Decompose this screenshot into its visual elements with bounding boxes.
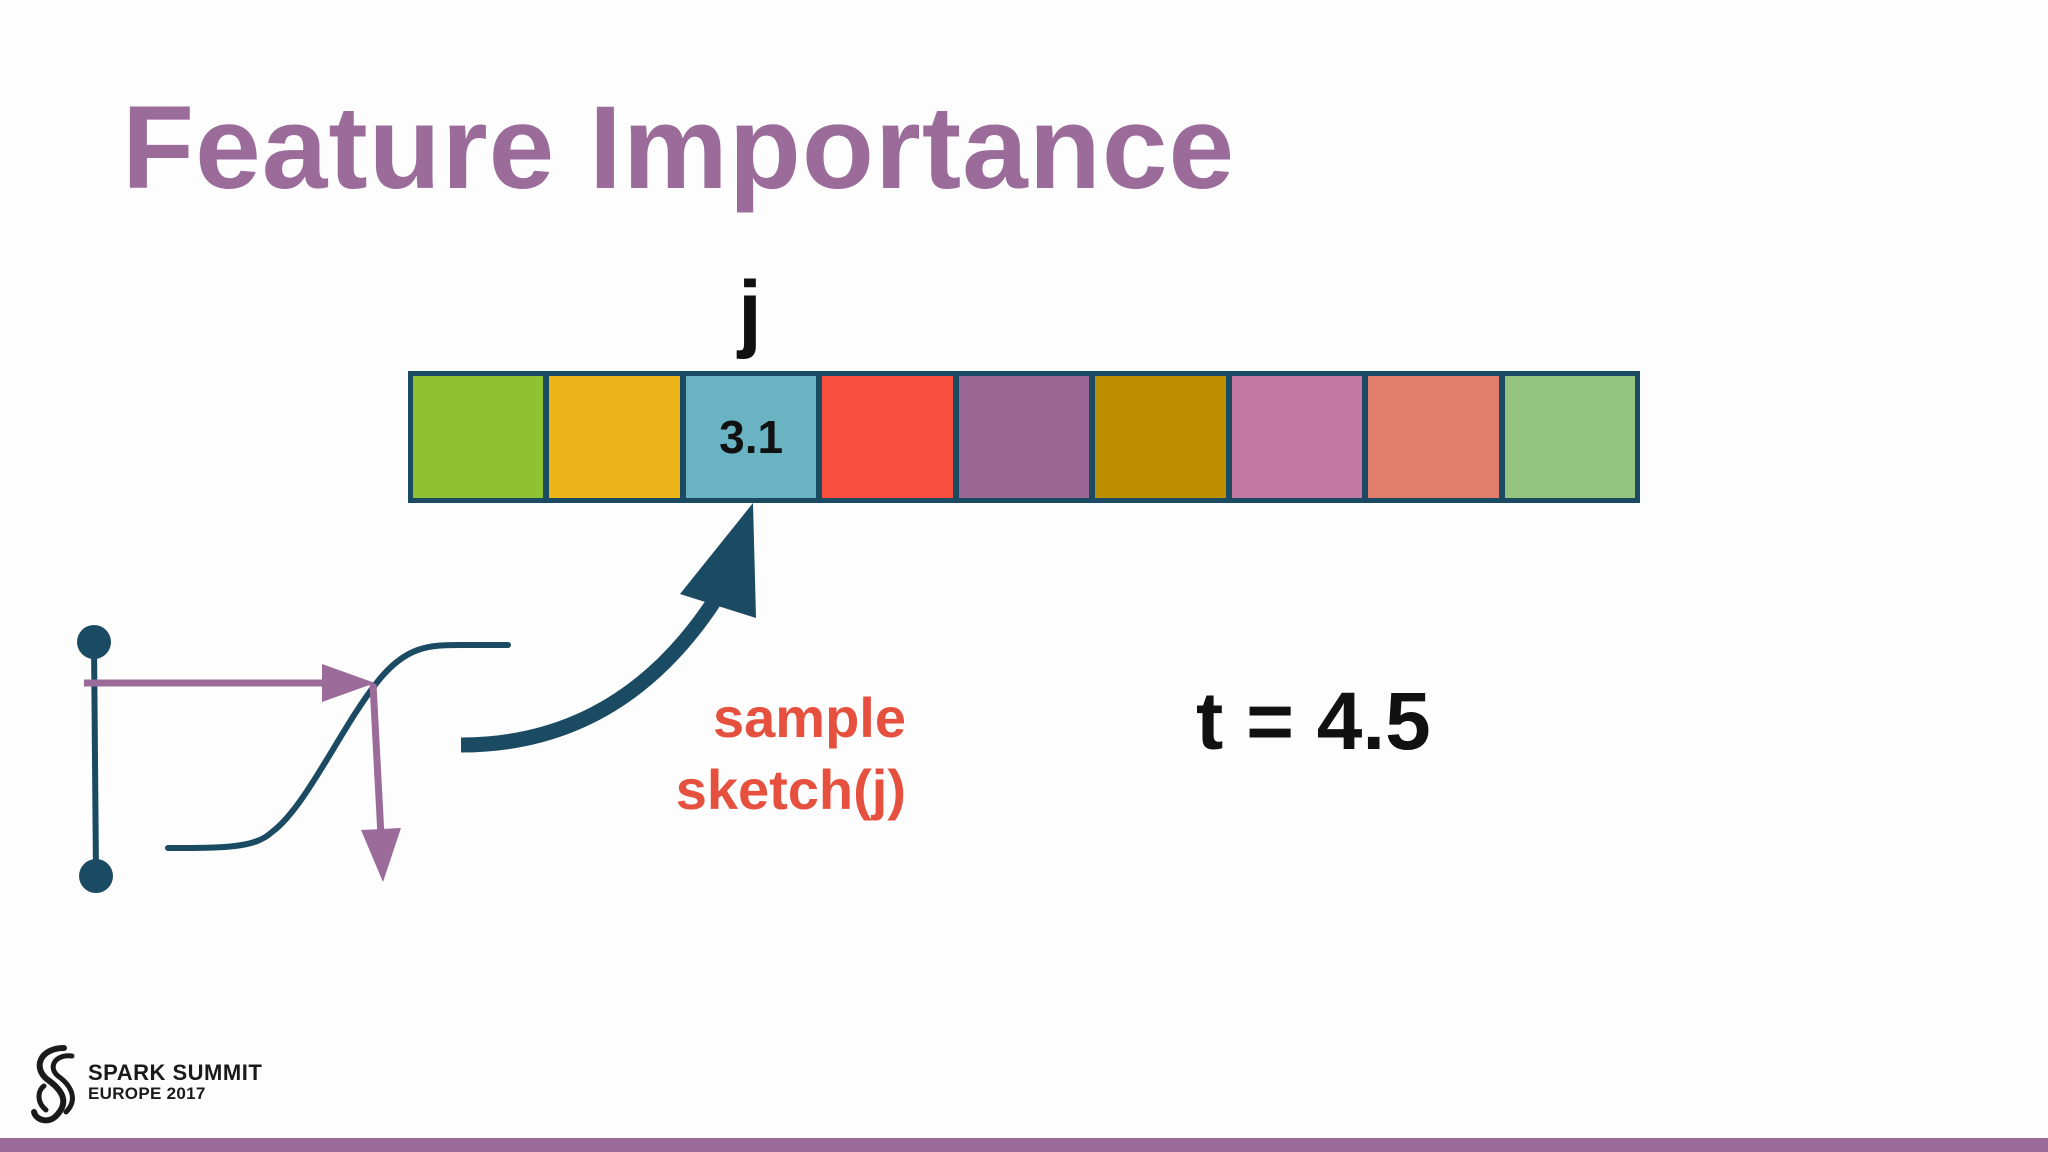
array-cell [1368,376,1499,498]
sketch-line: sketch(j) [675,758,906,821]
footer-bar [0,1138,2048,1152]
spark-summit-logo: SPARK SUMMIT EUROPE 2017 [26,1040,286,1126]
array-cell [413,376,544,498]
array-cell [1231,376,1363,498]
array-cell [1095,376,1226,498]
array-cell [822,376,953,498]
spark-summit-logo-icon [31,1045,75,1124]
logo-text-line1: SPARK SUMMIT [88,1060,263,1085]
cdf-sampling-plot-icon [77,625,511,893]
array-cell [1504,376,1635,498]
array-cell-j: 3.1 [685,376,817,498]
sample-line: sample [713,686,906,749]
feature-array: 3.1 [408,371,1640,503]
array-cell [958,376,1090,498]
threshold-label: t = 4.5 [1196,676,1431,767]
index-label-j: j [738,264,762,360]
slide-title: Feature Importance [122,82,1236,214]
logo-text-line2: EUROPE 2017 [88,1084,206,1103]
array-cell [549,376,680,498]
sample-sketch-label: sample sketch(j) [560,682,906,826]
